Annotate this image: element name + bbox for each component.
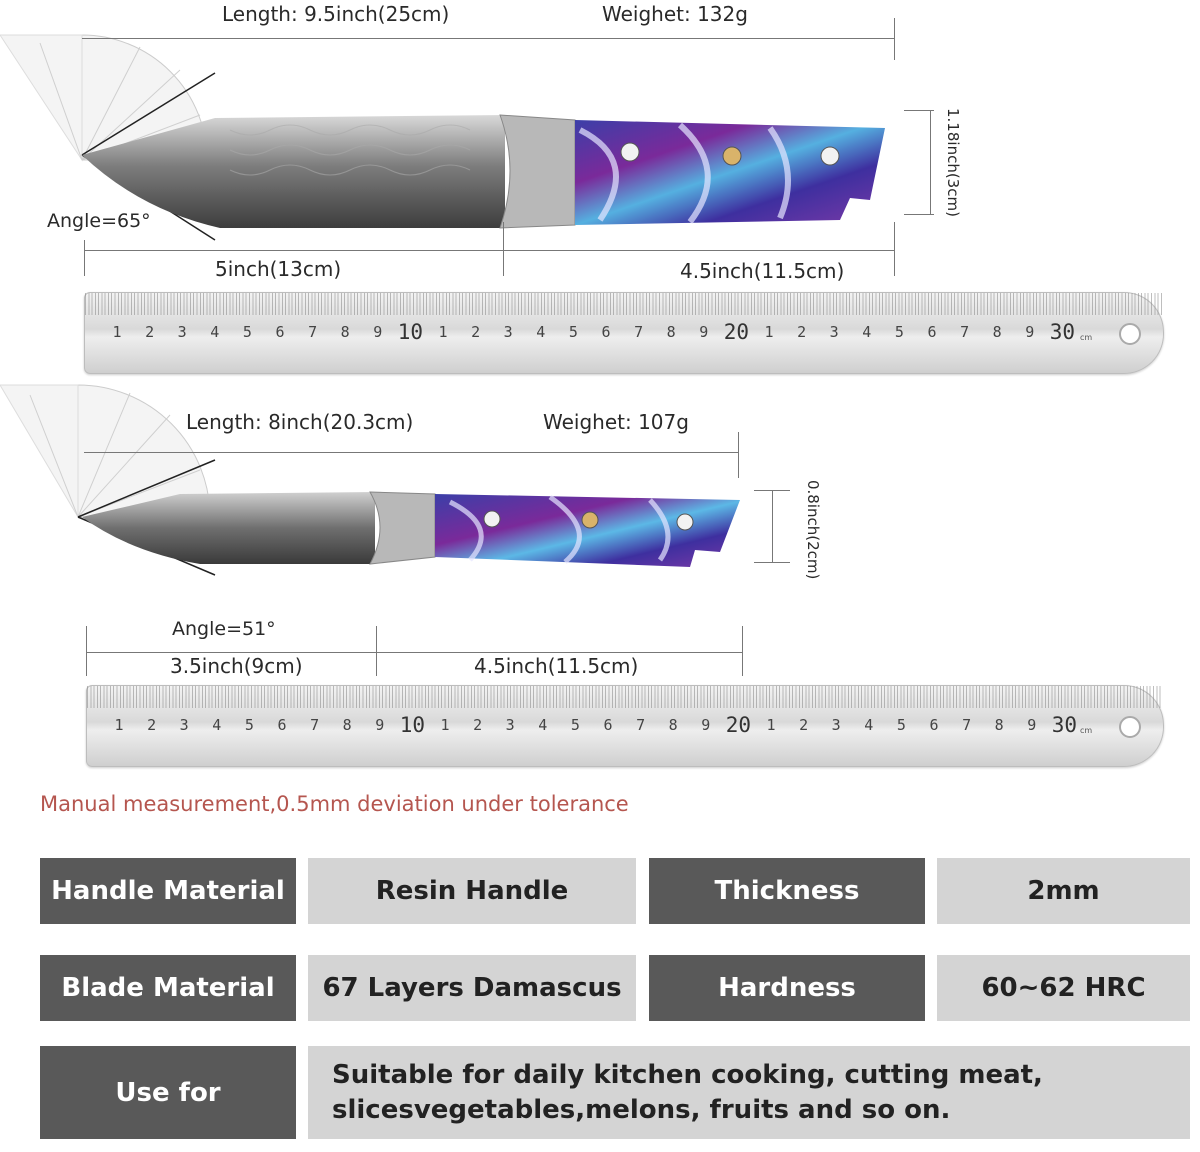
ruler-number: 20	[725, 713, 752, 737]
ruler-number: 6	[603, 716, 613, 734]
ruler-number: 30	[1051, 713, 1078, 737]
knife-2-blade-label: 3.5inch(9cm)	[170, 654, 303, 678]
knife-2-weight-label: Weighet: 107g	[543, 410, 689, 434]
knife-2-length-line	[84, 452, 738, 453]
ruler-number: 5	[244, 716, 254, 734]
ruler-number: 6	[277, 716, 287, 734]
ruler-number: 20	[723, 320, 750, 344]
ruler-number: 5	[570, 716, 580, 734]
knife-1-blade-label: 5inch(13cm)	[215, 257, 342, 281]
ruler-number: 3	[505, 716, 515, 734]
ruler-number: 3	[831, 716, 841, 734]
ruler-number: 9	[701, 716, 711, 734]
ruler-hole-icon	[1119, 323, 1141, 345]
ruler-number: 7	[634, 323, 644, 341]
knife-2-image	[82, 491, 740, 567]
ruler-number: 2	[473, 716, 483, 734]
ruler-number: 9	[1027, 716, 1037, 734]
knife-1-weight-label: Weighet: 132g	[602, 2, 748, 26]
ruler-number: 2	[799, 716, 809, 734]
knife-2-length-label: Length: 8inch(20.3cm)	[186, 410, 414, 434]
knife-1-length-line	[82, 38, 894, 39]
ruler-number: 2	[797, 323, 807, 341]
ruler-number: 4	[864, 716, 874, 734]
use-for-line-2: slicesvegetables,melons, fruits and so o…	[332, 1094, 951, 1125]
ruler-number: 1	[764, 323, 774, 341]
ruler-number: 30	[1049, 320, 1076, 344]
hardness-value: 60~62 HRC	[937, 955, 1190, 1021]
knife-1-image	[82, 114, 885, 229]
ruler-number: 7	[962, 716, 972, 734]
blade-material-label: Blade Material	[40, 955, 296, 1021]
thickness-label: Thickness	[649, 858, 925, 924]
ruler-number: 4	[538, 716, 548, 734]
ruler-number: 1	[112, 323, 122, 341]
protractor-icon	[0, 384, 216, 576]
knife-2-handle-label: 4.5inch(11.5cm)	[474, 654, 639, 678]
hardness-label: Hardness	[649, 955, 925, 1021]
ruler-number: 6	[275, 323, 285, 341]
ruler-number: 8	[666, 323, 676, 341]
ruler-number: 6	[927, 323, 937, 341]
knife-2-height-label: 0.8inch(2cm)	[804, 480, 822, 580]
ruler-number: 7	[310, 716, 320, 734]
ruler-1-unit: cm	[1080, 333, 1093, 342]
ruler-number: 7	[636, 716, 646, 734]
ruler-number: 10	[397, 320, 424, 344]
blade-material-value: 67 Layers Damascus	[308, 955, 636, 1021]
ruler-number: 3	[177, 323, 187, 341]
ruler-2-unit: cm	[1080, 726, 1093, 735]
ruler-number: 9	[373, 323, 383, 341]
handle-material-value: Resin Handle	[308, 858, 636, 924]
ruler-number: 5	[568, 323, 578, 341]
ruler-number: 1	[766, 716, 776, 734]
ruler-number: 1	[114, 716, 124, 734]
measurement-note: Manual measurement,0.5mm deviation under…	[40, 792, 629, 816]
ruler-number: 8	[992, 323, 1002, 341]
ruler-number: 5	[242, 323, 252, 341]
ruler-number: 7	[960, 323, 970, 341]
use-for-label: Use for	[40, 1046, 296, 1139]
ruler-number: 8	[668, 716, 678, 734]
ruler-hole-icon	[1119, 716, 1141, 738]
ruler-number: 8	[994, 716, 1004, 734]
ruler-number: 10	[399, 713, 426, 737]
ruler-number: 9	[1025, 323, 1035, 341]
use-for-value: Suitable for daily kitchen cooking, cutt…	[308, 1046, 1190, 1139]
handle-material-label: Handle Material	[40, 858, 296, 924]
use-for-line-1: Suitable for daily kitchen cooking, cutt…	[332, 1059, 1043, 1090]
ruler-number: 3	[829, 323, 839, 341]
ruler-number: 9	[699, 323, 709, 341]
ruler-number: 6	[601, 323, 611, 341]
ruler-number: 2	[145, 323, 155, 341]
ruler-number: 3	[503, 323, 513, 341]
ruler-number: 1	[438, 323, 448, 341]
knife-1-height-label: 1.18inch(3cm)	[944, 108, 962, 217]
ruler-number: 6	[929, 716, 939, 734]
knife-2-angle-label: Angle=51°	[172, 618, 276, 640]
ruler-number: 1	[440, 716, 450, 734]
ruler-number: 2	[147, 716, 157, 734]
ruler-number: 4	[862, 323, 872, 341]
ruler-number: 4	[210, 323, 220, 341]
thickness-value: 2mm	[937, 858, 1190, 924]
ruler-number: 5	[896, 716, 906, 734]
ruler-number: 4	[536, 323, 546, 341]
ruler-number: 9	[375, 716, 385, 734]
ruler-number: 7	[308, 323, 318, 341]
knife-1-angle-label: Angle=65°	[47, 210, 151, 232]
ruler-1: 1 2 3 4 5 6 7 8 9 10 1 2 3 4 5 6 7 8 9 20 1 2 3 4 5 6 7 8 9 30 cm	[84, 292, 1164, 374]
knife-1-length-label: Length: 9.5inch(25cm)	[222, 2, 450, 26]
ruler-number: 8	[342, 716, 352, 734]
ruler-2: 1 2 3 4 5 6 7 8 9 10 1 2 3 4 5 6 7 8 9 20 1 2 3 4 5 6 7 8 9 30 cm	[86, 685, 1164, 767]
ruler-number: 3	[179, 716, 189, 734]
ruler-number: 2	[471, 323, 481, 341]
ruler-number: 8	[340, 323, 350, 341]
ruler-number: 4	[212, 716, 222, 734]
knife-1-handle-label: 4.5inch(11.5cm)	[680, 259, 845, 283]
ruler-number: 5	[894, 323, 904, 341]
